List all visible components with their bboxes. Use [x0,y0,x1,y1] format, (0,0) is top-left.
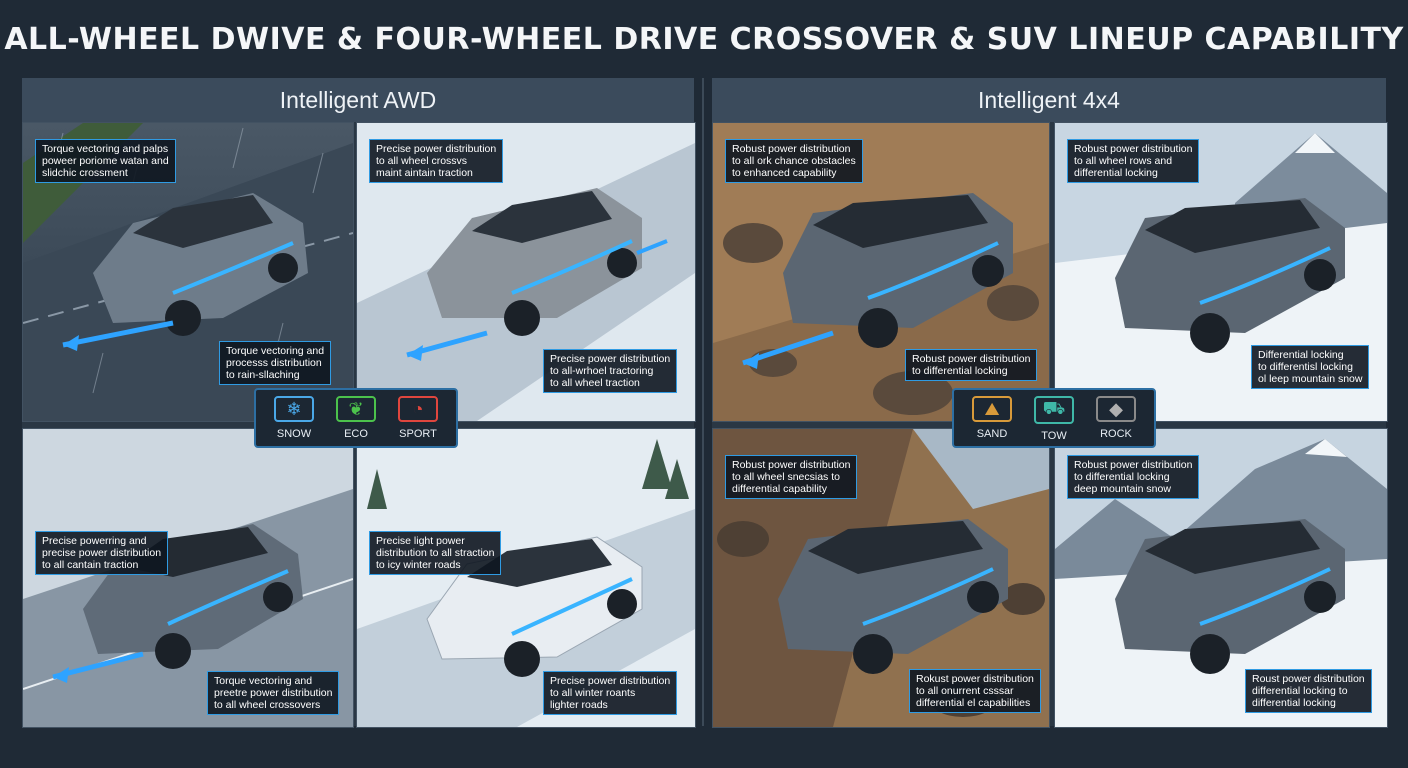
fourx4-panel-rocks: Robust power distribution to all ork cha… [712,122,1050,422]
mode-tow-button[interactable]: ⛟ TOW [1030,396,1078,442]
fourx4-panel-deep-snow: Robust power distribution to differentia… [1054,428,1388,728]
awd-panel-icy-label-1: Precise light power distribution to all … [369,531,502,575]
mode-snow-label: SNOW [276,428,312,440]
awd-section: Intelligent AWD [22,78,696,728]
fourx4-section: Intelligent 4x4 Robust power distributio… [712,78,1388,728]
mode-eco-button[interactable]: ❦ ECO [332,396,380,440]
fourx4-panel-slope-label-1: Robust power distribution to all wheel s… [725,455,858,499]
rock-icon: ◆ [1096,396,1136,422]
awd-panel-wet-snow-label-1: Precise powerring and precise power dist… [35,531,169,575]
fourx4-panel-snow: Robust power distribution to all wheel r… [1054,122,1388,422]
icy-scene [357,429,695,727]
awd-panel-wet-snow-label-2: Torque vectoring and preetre power distr… [207,671,340,715]
awd-panel-rain: Torque vectoring and palps poweer poriom… [22,122,354,422]
tow-truck-icon: ⛟ [1034,396,1074,424]
mode-tow-label: TOW [1041,430,1067,442]
fourx4-panel-deep-snow-label-1: Robust power distribution to differentia… [1067,455,1200,499]
snowflake-icon: ❄ [274,396,314,422]
fourx4-car-4 [1115,519,1345,674]
fourx4-car-3 [778,519,1008,674]
awd-car-1 [93,193,308,336]
awd-panel-snow-road-label-2: Precise power distribution to all-wrhoel… [543,349,678,393]
mode-sand-label: SAND [976,428,1008,440]
mode-eco-label: ECO [344,428,368,440]
fourx4-panel-slope: Robust power distribution to all wheel s… [712,428,1050,728]
page-title: ALL-WHEEL DWIVE & FOUR-WHEEL DRIVE CROSS… [4,22,1404,57]
fourx4-car-2 [1115,198,1345,353]
leaf-icon: ❦ [336,396,376,422]
fourx4-panel-deep-snow-label-2: Roust power distribution differential lo… [1245,669,1372,713]
mode-sand-button[interactable]: ⛰ SAND [968,396,1016,440]
mode-snow-button[interactable]: ❄ SNOW [270,396,318,440]
gauge-icon: ◔ [398,396,438,422]
awd-mode-bar: ❄ SNOW ❦ ECO ◔ SPORT [254,388,458,448]
fourx4-panel-snow-label-1: Robust power distribution to all wheel r… [1067,139,1200,183]
dune-icon: ⛰ [972,396,1012,422]
awd-car-2 [427,188,642,336]
mode-sport-button[interactable]: ◔ SPORT [394,396,442,440]
section-divider [702,78,704,726]
fourx4-panel-rocks-label-1: Robust power distribution to all ork cha… [725,139,863,183]
fourx4-mode-bar: ⛰ SAND ⛟ TOW ◆ ROCK [952,388,1156,448]
mode-rock-button[interactable]: ◆ ROCK [1092,396,1140,440]
awd-panel-snow-road: Precise power distribution to all wheel … [356,122,696,422]
awd-panel-icy: Precise light power distribution to all … [356,428,696,728]
fourx4-car-1 [783,193,1013,348]
awd-panel-rain-label-1: Torque vectoring and palps poweer poriom… [35,139,176,183]
fourx4-panel-slope-label-2: Rokust power distribution to all onurren… [909,669,1041,713]
fourx4-header: Intelligent 4x4 [712,78,1386,122]
mode-sport-label: SPORT [399,428,437,440]
awd-header: Intelligent AWD [22,78,694,122]
awd-panel-snow-road-label-1: Precise power distribution to all wheel … [369,139,504,183]
awd-panel-icy-label-2: Precise power distribution to all winter… [543,671,678,715]
wet-snow-scene [23,429,353,727]
awd-panel-rain-label-2: Torque vectoring and processs distributi… [219,341,332,385]
awd-panel-wet-snow: Precise powerring and precise power dist… [22,428,354,728]
mode-rock-label: ROCK [1100,428,1132,440]
fourx4-panel-snow-label-2: Differential locking to differentisl loc… [1251,345,1370,389]
fourx4-panel-rocks-label-2: Robust power distribution to differentia… [905,349,1038,381]
